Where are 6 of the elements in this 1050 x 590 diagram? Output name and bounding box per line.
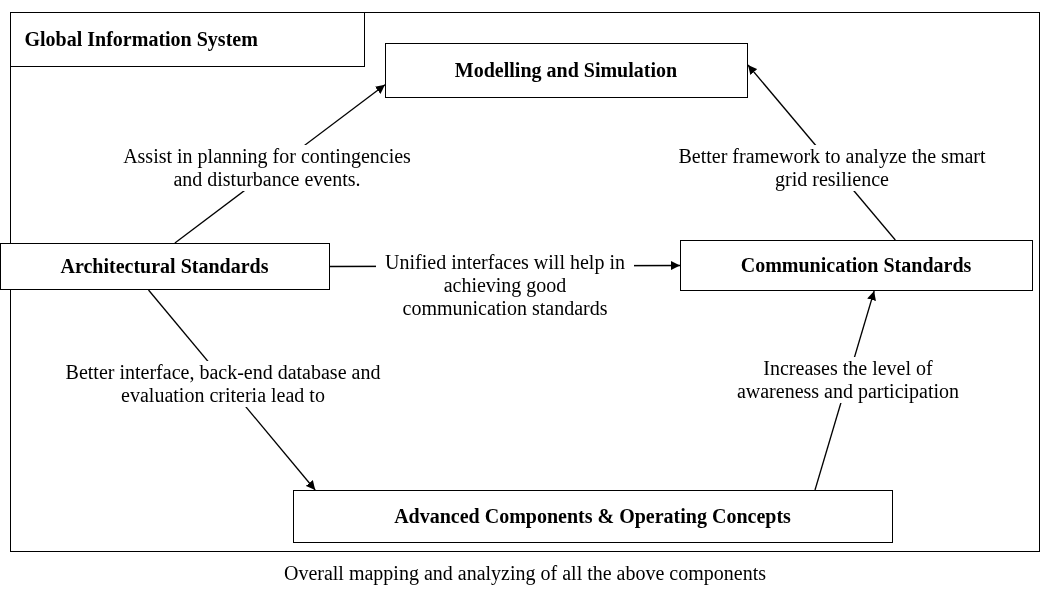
process-box: Communication Standards	[679, 239, 1033, 291]
process-box: Modelling and Simulation	[384, 42, 748, 98]
caption: Overall mapping and analyzing of all the above components	[282, 562, 768, 585]
heading-box: Global Information System	[9, 11, 365, 67]
process-box: Architectural Standards	[0, 242, 330, 290]
process-box: Advanced Components & Operating Concepts	[292, 489, 893, 543]
